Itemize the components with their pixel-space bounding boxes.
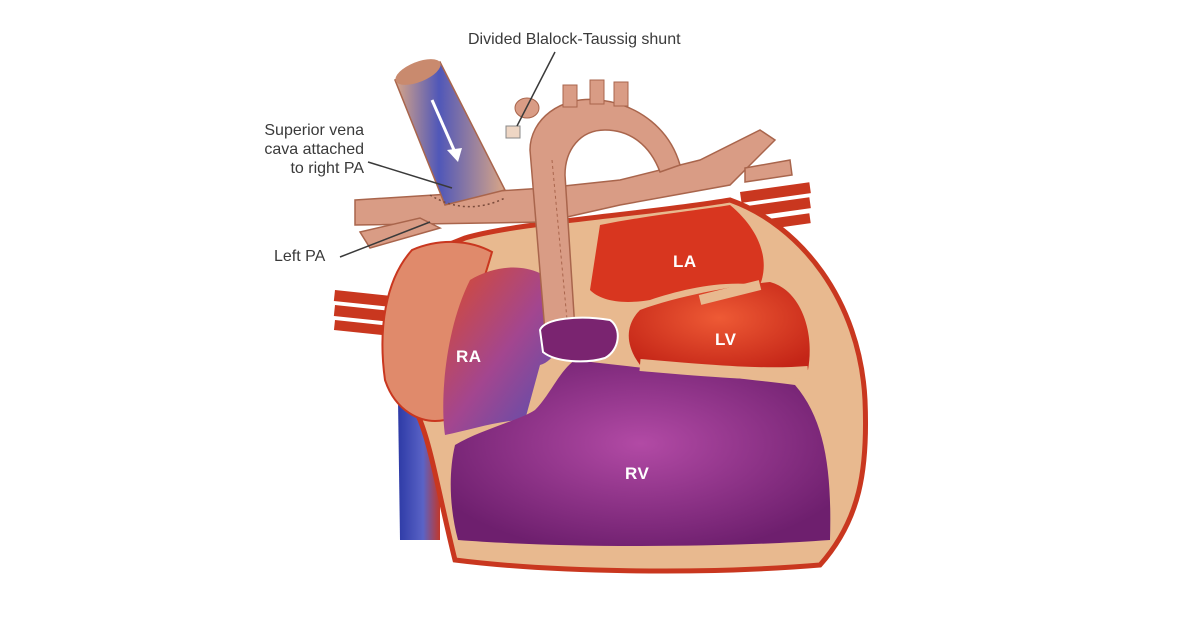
svc-opening — [395, 59, 441, 85]
arch-vessel-3 — [613, 81, 629, 107]
left-ventricle-cavity — [628, 282, 810, 373]
left-pa-leader-line — [339, 221, 431, 258]
arch-vessel-2 — [589, 79, 605, 105]
shunt-leader-line — [516, 51, 556, 127]
interventricular-septum — [639, 359, 809, 380]
right-ventricle-cavity — [450, 360, 831, 546]
svc-label-line-2: cava attached — [264, 141, 364, 158]
la-label: LA — [673, 252, 697, 271]
svc-anastomosis-suture — [429, 194, 506, 208]
left-pa-label: Left PA — [274, 248, 326, 265]
rv-label: RV — [625, 464, 650, 483]
right-pa-branch-end — [744, 159, 793, 183]
svc-leader-line — [367, 161, 453, 189]
right-atrium-cavity — [443, 267, 567, 435]
divided-shunt-stub — [505, 125, 521, 139]
lv-label: LV — [715, 330, 737, 349]
arch-vessel-1 — [562, 84, 578, 108]
svc-label-line-3: to right PA — [290, 160, 364, 177]
left-atrium-cavity — [590, 205, 764, 302]
svc-label: Superior vena cava attached to right PA — [240, 121, 364, 178]
flow-arrow-icon — [430, 99, 462, 162]
svc-label-line-1: Superior vena — [264, 122, 364, 139]
ra-label: RA — [456, 347, 482, 366]
mitral-valve-plane — [698, 280, 762, 305]
aortic-root — [538, 316, 619, 363]
aorta-suture-line — [551, 159, 569, 331]
shunt-label: Divided Blalock-Taussig shunt — [468, 31, 681, 48]
